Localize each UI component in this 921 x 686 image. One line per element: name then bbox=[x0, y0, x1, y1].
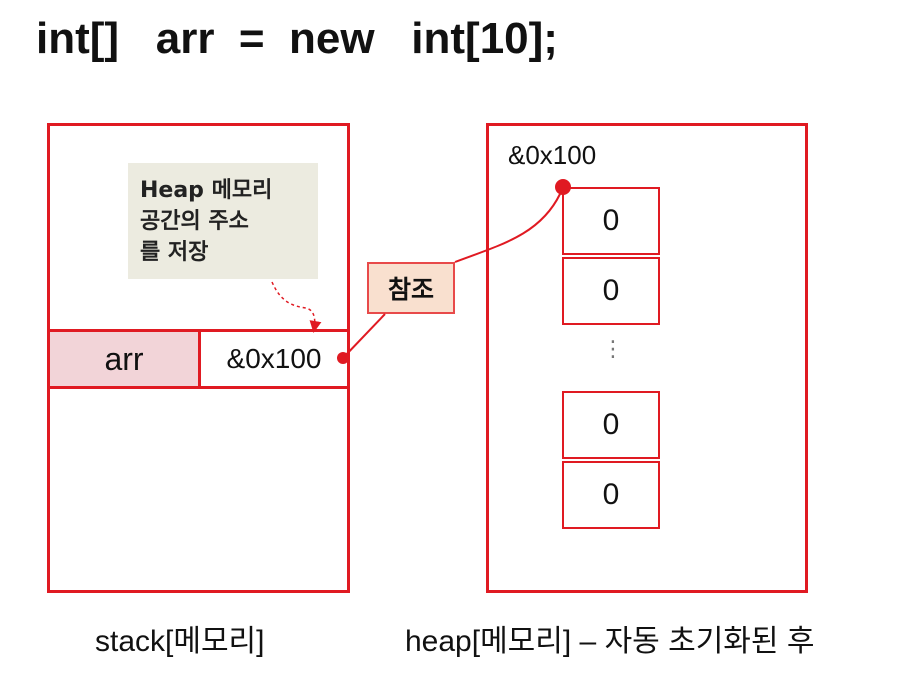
reference-end-dot bbox=[555, 179, 571, 195]
stack-variable-cell: arr bbox=[50, 332, 198, 386]
heap-cell-1: 0 bbox=[562, 257, 660, 325]
reference-label: 참조 bbox=[367, 262, 455, 314]
heap-memory-box bbox=[486, 123, 808, 593]
heap-cell-0: 0 bbox=[562, 187, 660, 255]
stack-row-top-line bbox=[47, 329, 350, 332]
stack-caption: stack[메모리] bbox=[95, 625, 265, 658]
reference-arrow-lower bbox=[342, 313, 386, 359]
note-pointer-arrow bbox=[271, 281, 322, 333]
stack-row-bottom-line bbox=[47, 386, 350, 389]
code-line: int[] arr = new int[10]; bbox=[36, 14, 558, 63]
heap-caption: heap[메모리] – 자동 초기화된 후 bbox=[405, 625, 815, 658]
heap-start-address: &0x100 bbox=[508, 140, 597, 170]
address-note: Heap 메모리 공간의 주소 를 저장 bbox=[128, 163, 318, 279]
stack-cell-divider bbox=[198, 332, 201, 386]
stack-address-cell: &0x100 bbox=[226, 343, 322, 374]
heap-cell-2: 0 bbox=[562, 391, 660, 459]
reference-arrow-upper bbox=[454, 193, 561, 263]
heap-cell-3: 0 bbox=[562, 461, 660, 529]
